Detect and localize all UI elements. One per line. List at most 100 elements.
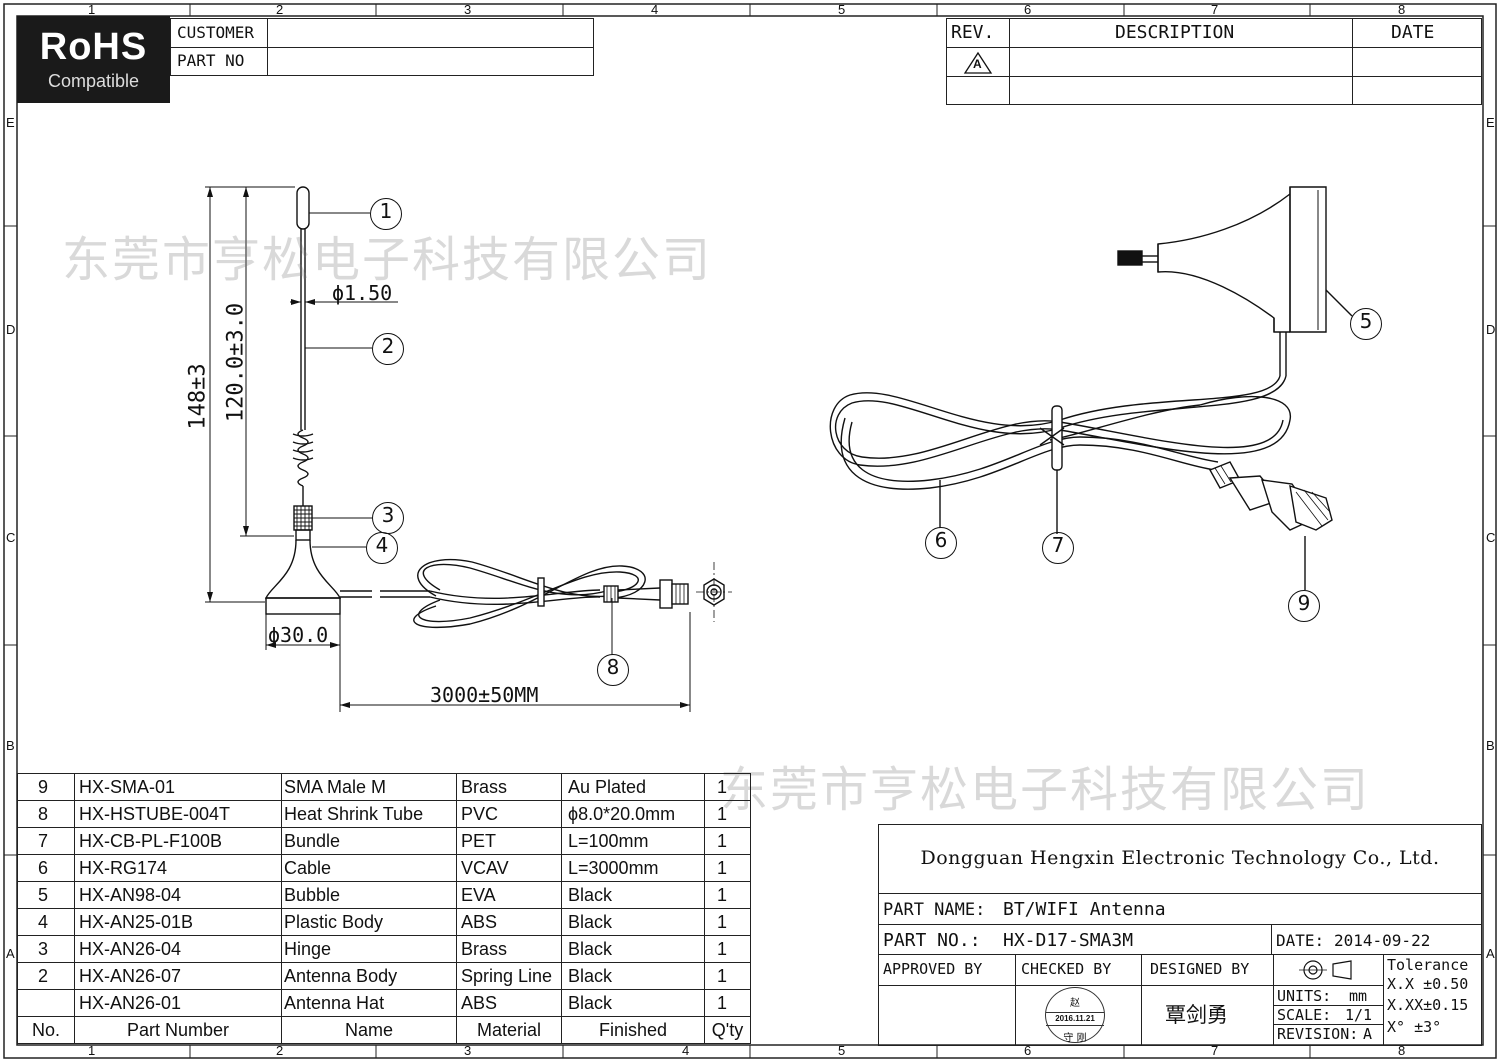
bom-cell: HX-AN25-01B xyxy=(74,908,282,936)
row-label-right-E: E xyxy=(1486,115,1495,130)
tolerance-1: X.X ±0.50 xyxy=(1387,975,1469,993)
part-no-label: PART NO xyxy=(177,51,245,70)
designed-label: DESIGNED BY xyxy=(1150,960,1250,978)
dim-whip-height: 120.0±3.0 xyxy=(223,302,249,423)
bom-cell: 1 xyxy=(704,854,751,882)
bom-cell: 2 xyxy=(17,962,75,990)
bom-cell: Brass xyxy=(456,773,562,801)
balloon-1: 1 xyxy=(370,198,402,230)
dim-overall-height: 148±3 xyxy=(185,363,211,430)
part-name: BT/WIFI Antenna xyxy=(1003,899,1166,920)
bom-cell: HX-HSTUBE-004T xyxy=(74,800,282,828)
date-label: DATE xyxy=(1391,22,1435,43)
approved-label: APPROVED BY xyxy=(883,960,983,978)
bom-cell: Heat Shrink Tube xyxy=(281,800,457,828)
bom-cell: PET xyxy=(456,827,562,855)
col-label-bottom-7: 7 xyxy=(1211,1043,1219,1058)
designer-name: 覃剑勇 xyxy=(1165,1003,1228,1027)
units-label: UNITS: xyxy=(1277,987,1332,1005)
bom-cell: Black xyxy=(561,935,705,963)
rohs-logo-text: RoHS xyxy=(39,26,148,68)
balloon-7: 7 xyxy=(1042,532,1074,564)
bom-cell: 1 xyxy=(704,989,751,1017)
dimension-lines xyxy=(205,186,691,712)
column-header: Name xyxy=(281,1016,457,1044)
bom-cell: 1 xyxy=(704,908,751,936)
bom-cell: 1 xyxy=(704,773,751,801)
part-no-tb: HX-D17-SMA3M xyxy=(1003,930,1134,951)
col-label-bottom-5: 5 xyxy=(838,1043,846,1058)
bom-cell: 1 xyxy=(704,827,751,855)
row-label-left-D: D xyxy=(6,322,16,337)
customer-value xyxy=(267,19,593,48)
bom-cell: ABS xyxy=(456,989,562,1017)
company-name: Dongguan Hengxin Electronic Technology C… xyxy=(920,847,1440,869)
col-label-bottom-3: 3 xyxy=(464,1043,472,1058)
part-no-value xyxy=(267,47,593,75)
antenna-isometric-view xyxy=(829,186,1353,590)
col-label-bottom-2: 2 xyxy=(276,1043,284,1058)
bom-cell: HX-AN26-04 xyxy=(74,935,282,963)
bom-cell: Antenna Body xyxy=(281,962,457,990)
balloon-6: 6 xyxy=(925,527,957,559)
bom-cell: HX-AN26-01 xyxy=(74,989,282,1017)
bom-cell: HX-AN26-07 xyxy=(74,962,282,990)
row-label-left-A: A xyxy=(6,946,15,961)
bom-cell: HX-CB-PL-F100B xyxy=(74,827,282,855)
rev-label: REV. xyxy=(951,22,995,43)
projection-symbol-icon xyxy=(1299,960,1352,980)
column-header: No. xyxy=(17,1016,75,1044)
col-label-top-8: 8 xyxy=(1398,2,1406,17)
bom-cell: Black xyxy=(561,962,705,990)
bom-cell: Hinge xyxy=(281,935,457,963)
balloon-4: 4 xyxy=(366,532,398,564)
bom-cell: Cable xyxy=(281,854,457,882)
bom-cell: 4 xyxy=(17,908,75,936)
bom-cell: PVC xyxy=(456,800,562,828)
dim-top-diameter: ϕ1.50 xyxy=(332,281,393,305)
checked-label: CHECKED BY xyxy=(1021,960,1112,978)
col-label-bottom-6: 6 xyxy=(1024,1043,1032,1058)
bom-cell: 3 xyxy=(17,935,75,963)
balloon-8: 8 xyxy=(597,654,629,686)
rohs-logo: RoHS Compatible xyxy=(17,16,170,103)
bom-cell: Black xyxy=(561,908,705,936)
row-label-left-C: C xyxy=(6,530,16,545)
stamp-date: 2016.11.21 xyxy=(1046,1012,1104,1026)
bom-cell: 7 xyxy=(17,827,75,855)
tolerance-2: X.XX±0.15 xyxy=(1387,996,1469,1014)
bom-cell: 1 xyxy=(704,962,751,990)
watermark-top: 东莞市亨松电子科技有限公司 xyxy=(62,232,713,288)
bom-cell: L=3000mm xyxy=(561,854,705,882)
bom-cell: ϕ8.0*20.0mm xyxy=(561,800,705,828)
revision-label: REVISION: xyxy=(1277,1025,1359,1043)
column-header: Q'ty xyxy=(704,1016,751,1044)
row-label-right-B: B xyxy=(1486,738,1495,753)
balloon-2: 2 xyxy=(372,333,404,365)
row-label-right-D: D xyxy=(1486,322,1496,337)
bom-cell: HX-RG174 xyxy=(74,854,282,882)
bom-cell: HX-AN98-04 xyxy=(74,881,282,909)
bom-cell: 1 xyxy=(704,800,751,828)
bom-cell: Black xyxy=(561,989,705,1017)
bom-cell: L=100mm xyxy=(561,827,705,855)
balloon-5: 5 xyxy=(1350,308,1382,340)
col-label-top-2: 2 xyxy=(276,2,284,17)
customer-header: CUSTOMER PART NO xyxy=(170,18,594,76)
bom-cell: 6 xyxy=(17,854,75,882)
bom-cell: Brass xyxy=(456,935,562,963)
col-label-top-6: 6 xyxy=(1024,2,1032,17)
bom-cell: VCAV xyxy=(456,854,562,882)
bom-cell: EVA xyxy=(456,881,562,909)
column-header: Material xyxy=(456,1016,562,1044)
row-label-left-E: E xyxy=(6,115,15,130)
